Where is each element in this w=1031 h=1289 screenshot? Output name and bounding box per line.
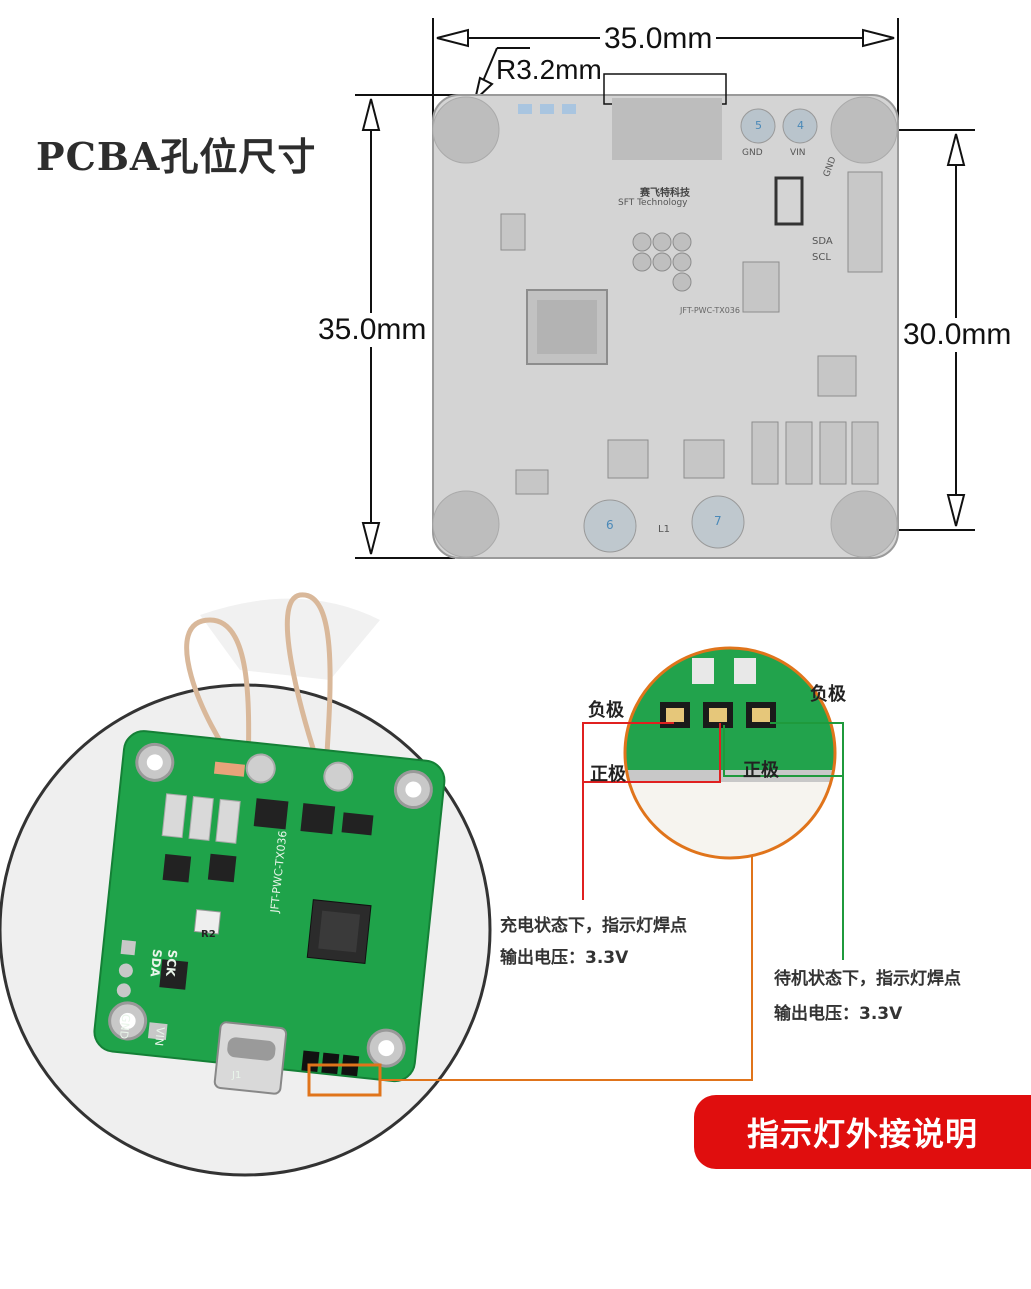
silk-logo-cn: 赛飞特科技 xyxy=(640,188,690,199)
radius-dimension-label: R3.2mm xyxy=(496,54,602,85)
photo-gnd-label: GND xyxy=(116,1013,133,1040)
mount-hole-bl xyxy=(432,490,500,558)
mount-hole-tl xyxy=(432,96,500,164)
indicator-banner: 指示灯外接说明 xyxy=(694,1095,1031,1169)
hole-spacing-label: 30.0mm xyxy=(901,318,1014,352)
pad-5-label: 5 xyxy=(755,119,762,132)
silk-l1: L1 xyxy=(658,524,670,535)
standby-note-line2: 输出电压：3.3V xyxy=(774,1004,903,1024)
silk-sda: SDA xyxy=(812,236,833,247)
silk-scl: SCL xyxy=(812,252,831,263)
neg-right-label: 负极 xyxy=(810,684,846,705)
pad-6-label: 6 xyxy=(606,518,614,532)
photo-vin-label: VIN xyxy=(152,1026,167,1047)
green-wire xyxy=(770,722,844,960)
page-title: PCBA孔位尺寸 xyxy=(36,134,317,179)
coil-wire-left xyxy=(184,617,252,772)
pos-left-label: 正极 xyxy=(590,764,626,785)
coil-wire-right xyxy=(284,592,333,771)
silk-gnd: GND xyxy=(742,148,763,158)
orange-leader-line xyxy=(380,848,753,1081)
mount-hole-tr xyxy=(830,96,898,164)
charging-note-line1: 充电状态下，指示灯焊点 xyxy=(500,916,687,936)
pad-7-label: 7 xyxy=(714,514,722,528)
zoom-circle xyxy=(623,646,837,860)
photo-r2-label: R2 xyxy=(201,929,216,940)
charging-note-line2: 输出电压：3.3V xyxy=(500,948,629,968)
red-wire xyxy=(582,722,674,900)
mount-hole-br xyxy=(830,490,898,558)
photo-usb-label: J1 xyxy=(232,1070,242,1081)
photo-sda-label: SDA xyxy=(147,948,165,978)
height-dimension-label: 35.0mm xyxy=(316,313,429,347)
silk-model: JFT-PWC-TX036 xyxy=(680,306,740,315)
pos-right-label: 正极 xyxy=(743,760,779,781)
standby-note-line1: 待机状态下，指示灯焊点 xyxy=(774,969,961,989)
pcb-board-outline xyxy=(432,94,899,559)
pcb-dimension-drawing xyxy=(355,18,975,559)
pcb-photo-illustration xyxy=(0,592,844,1177)
photo-sck-label: SCK xyxy=(163,948,180,978)
silk-vin: VIN xyxy=(790,148,806,158)
pad-4-label: 4 xyxy=(797,119,804,132)
width-dimension-label: 35.0mm xyxy=(600,24,717,54)
silk-logo-en: SFT Technology xyxy=(618,198,688,208)
neg-left-label: 负极 xyxy=(588,700,624,721)
